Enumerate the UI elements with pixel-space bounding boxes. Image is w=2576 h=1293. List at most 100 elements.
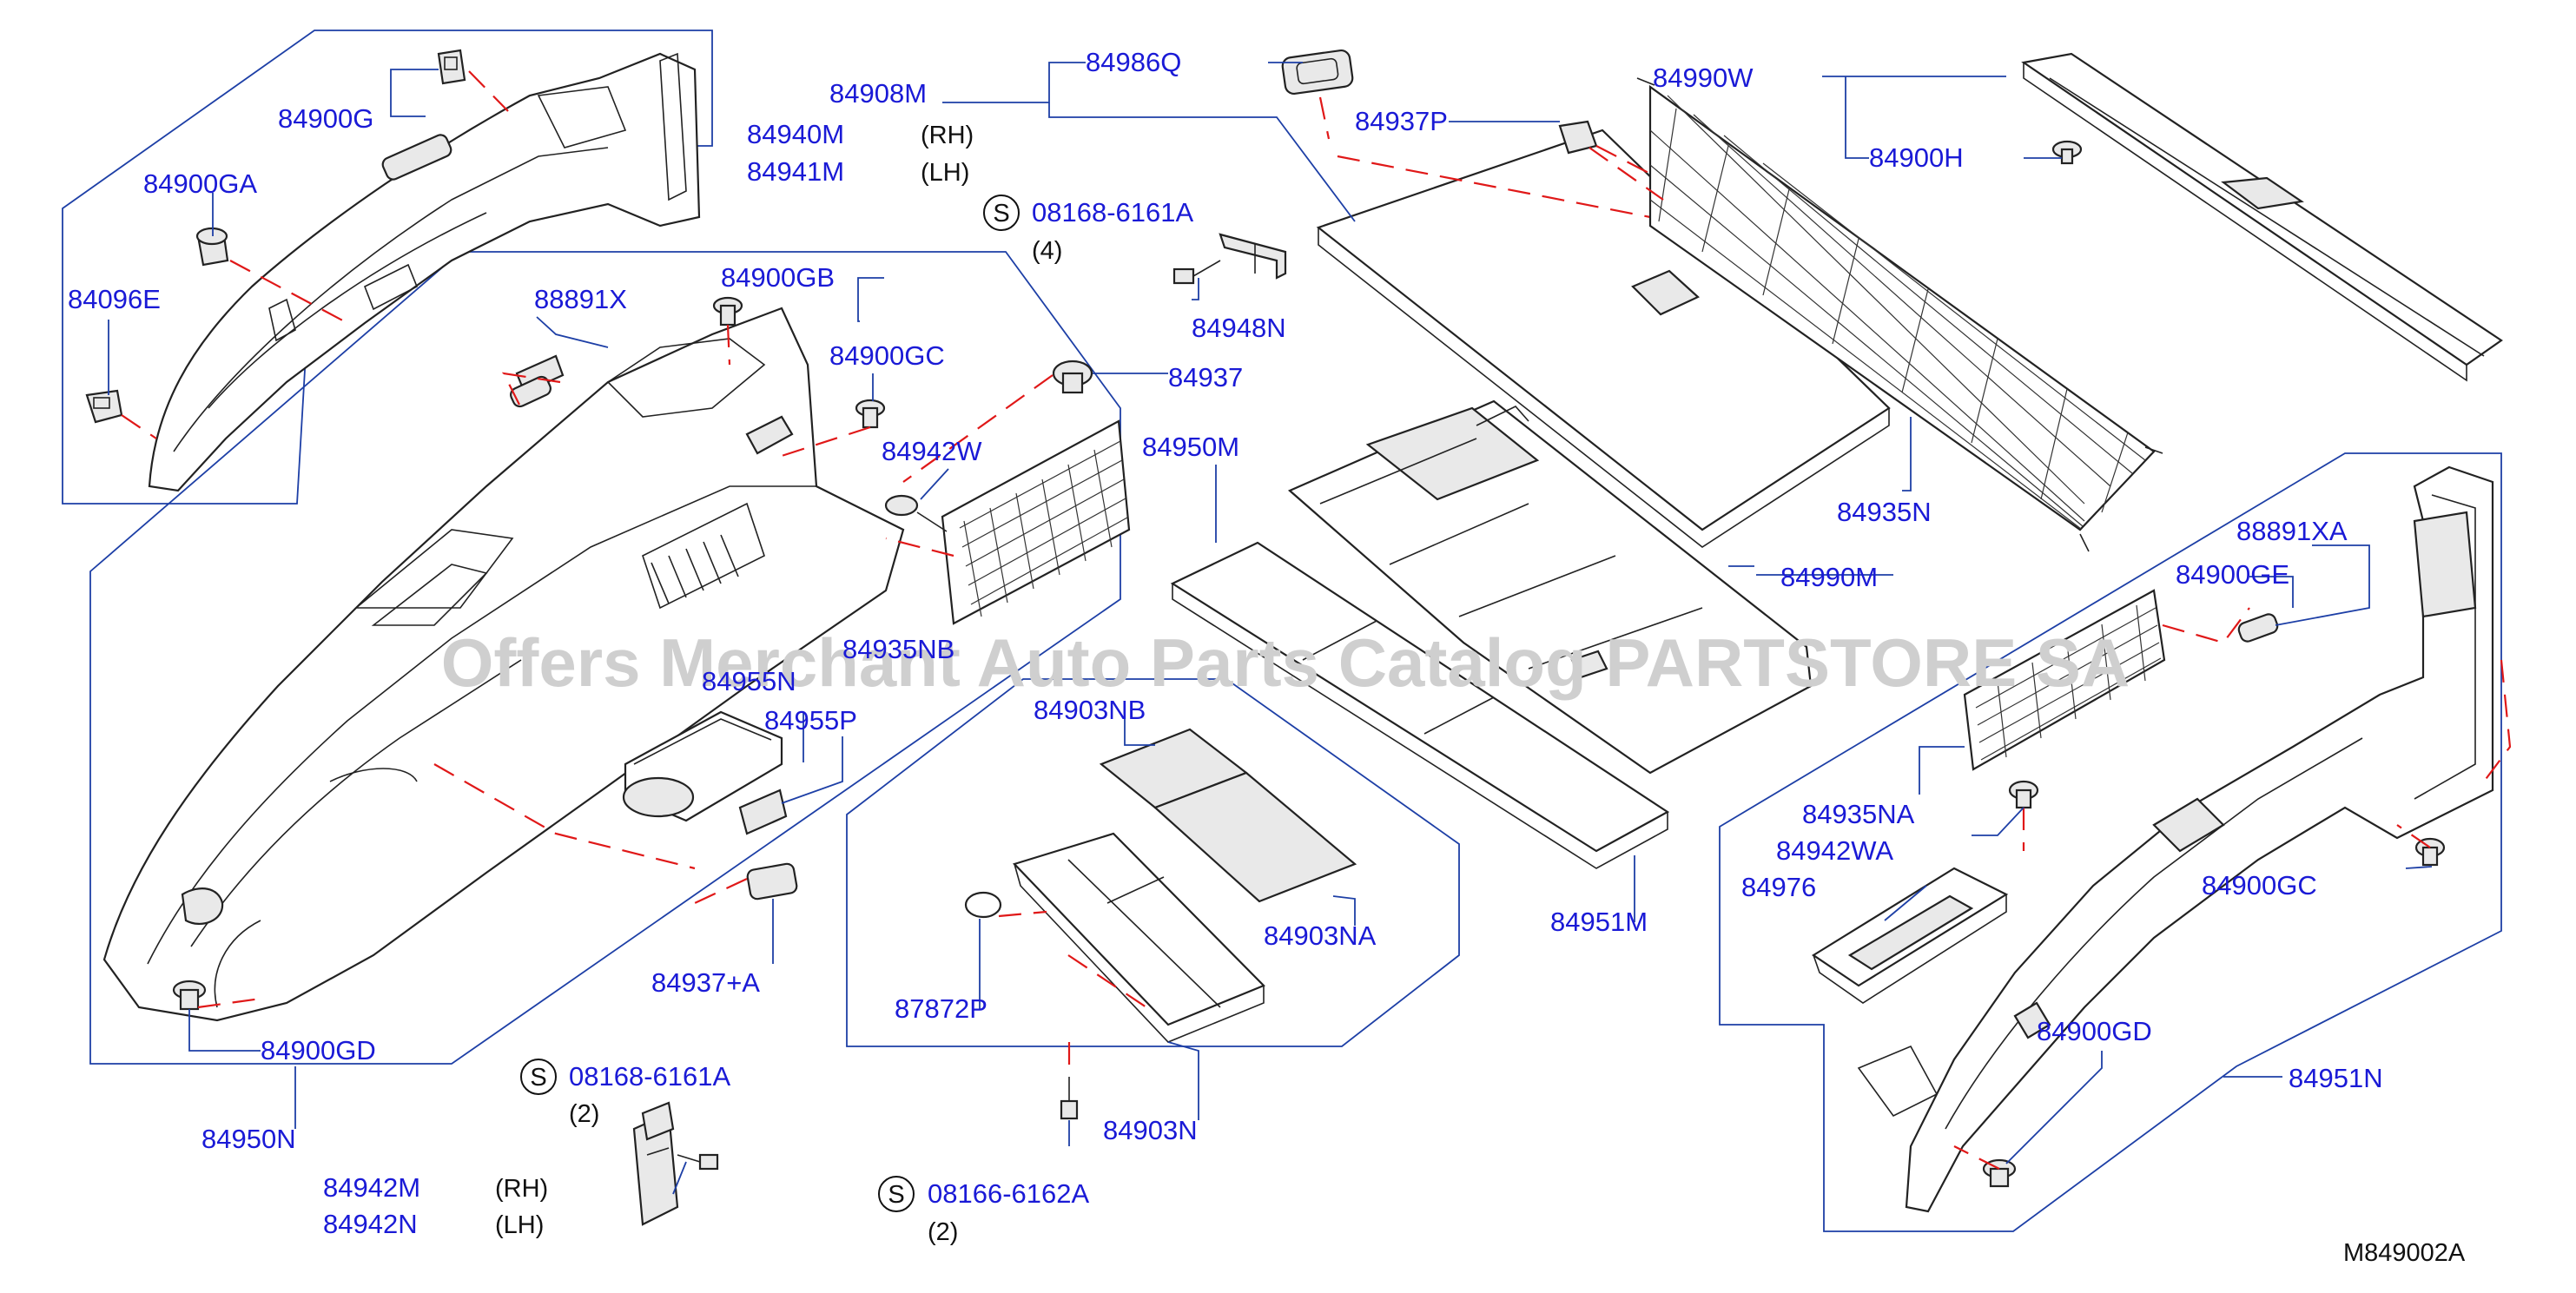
leader-dash-84900g [468,70,509,112]
label-84951n[interactable]: 84951N [2289,1063,2383,1093]
side-rh-84940m: (RH) [921,122,974,149]
label-84986q[interactable]: 84986Q [1086,47,1181,77]
label-84942n[interactable]: 84942N [323,1209,418,1239]
label-84908m[interactable]: 84908M [829,78,927,109]
label-84900h[interactable]: 84900H [1869,142,1964,173]
group-outline-storage-box [846,678,1460,1047]
leader-dash-84900gd [197,997,261,1009]
label-84976[interactable]: 84976 [1741,872,1816,902]
clip-84900h-icon [2051,140,2083,165]
leader-dash-84937a [694,878,748,904]
label-84096e[interactable]: 84096E [68,284,161,314]
label-84990w[interactable]: 84990W [1653,63,1754,93]
leader-dash-84900ga [229,260,348,324]
label-84937a[interactable]: 84937+A [651,967,760,998]
label-84950m[interactable]: 84950M [1142,432,1239,462]
tray-84955p-icon [622,710,788,835]
label-84935n[interactable]: 84935N [1837,497,1932,527]
pad-84986q-icon [1281,49,1354,96]
label-84955p[interactable]: 84955P [764,705,857,736]
rh-side-trim-part [1857,465,2494,1213]
qty-08168-upper: (4) [1032,237,1062,265]
leader-dash-84955n [433,763,696,870]
label-84900gd-rh[interactable]: 84900GD [2037,1016,2152,1046]
leader-dash-84900gd-rh [1953,1145,2000,1170]
label-84990m[interactable]: 84990M [1780,562,1878,592]
leader-dash-84900ge [2483,659,2512,782]
s-symbol-circle-bottom [878,1176,915,1212]
leader-lines [108,62,2433,1195]
label-88891xa[interactable]: 88891XA [2236,516,2348,546]
floor-board-84908m-part [1316,129,1891,548]
leader-dash-84937 [902,374,1054,483]
label-84935na[interactable]: 84935NA [1802,799,1915,829]
clip-84900ga-icon [195,227,229,267]
lh-side-trim-part [102,307,905,1022]
leader-dash-84900gc [781,426,871,458]
label-08166-6162a[interactable]: 08166-6162A [928,1178,1089,1209]
label-08168-6161a-upper[interactable]: 08168-6161A [1032,197,1193,228]
pad-88891xa-icon [2237,613,2279,643]
side-lh-84942n: (LH) [495,1211,544,1239]
label-84900gb[interactable]: 84900GB [721,262,835,293]
label-84942wa[interactable]: 84942WA [1776,835,1893,866]
qty-08166: (2) [928,1218,958,1246]
leader-dash-84900gb [726,324,731,366]
label-84950n[interactable]: 84950N [201,1124,296,1154]
label-84948n[interactable]: 84948N [1192,313,1286,343]
clip-84900gb-icon [712,296,743,327]
figure-code: M849002A [2343,1239,2466,1267]
clip-84900gc-lh-icon [855,399,886,429]
leader-dash-88891x [502,372,561,409]
leader-dash-84935nb [885,537,954,557]
net-84935na-icon [1963,589,2166,771]
label-84941m[interactable]: 84941M [747,156,844,187]
label-84903nb[interactable]: 84903NB [1034,695,1146,725]
label-84900ga[interactable]: 84900GA [143,168,257,199]
bracket-84942m-icon [632,1101,679,1226]
clip-84937-icon [1052,360,1093,394]
label-84942m[interactable]: 84942M [323,1172,420,1203]
label-84903na[interactable]: 84903NA [1264,920,1377,951]
label-84900gd-lh[interactable]: 84900GD [261,1035,376,1065]
label-84900gc-rh[interactable]: 84900GC [2202,870,2317,900]
label-84937[interactable]: 84937 [1168,362,1243,393]
leader-dash-84096e [121,414,157,439]
label-84900g[interactable]: 84900G [278,103,373,134]
s-symbol-lower: S [530,1064,546,1092]
s-symbol-circle-lower [520,1059,557,1095]
label-87872p[interactable]: 87872P [895,993,987,1024]
bolt-08168-lower-icon [677,1153,719,1171]
leader-dash-87872p [998,910,1147,1008]
clip-84096e-icon [85,389,123,424]
s-symbol-upper: S [993,200,1009,228]
label-84942w[interactable]: 84942W [882,436,982,466]
label-84935nb[interactable]: 84935NB [842,634,954,664]
label-08168-6161a-lower[interactable]: 08168-6161A [569,1061,730,1092]
label-84903n[interactable]: 84903N [1103,1115,1198,1145]
net-84935nb-icon [941,419,1131,625]
label-84937p[interactable]: 84937P [1355,106,1448,136]
bracket-84948n-icon [1219,233,1287,280]
label-84900ge[interactable]: 84900GE [2176,559,2289,590]
label-88891x[interactable]: 88891X [534,284,627,314]
side-rh-84942m: (RH) [495,1175,548,1203]
label-84951m[interactable]: 84951M [1550,907,1648,937]
pad-84937a-icon [746,862,798,900]
sill-plate-84990w-part [2021,52,2503,382]
pad-88891x-icon [510,375,552,408]
label-84900gc-lh[interactable]: 84900GC [829,340,945,371]
leader-dash-84986q [1318,96,1331,140]
label-84940m[interactable]: 84940M [747,119,844,149]
qty-08168-lower: (2) [569,1100,599,1128]
lid-84903nb-part [1099,728,1357,903]
cargo-net-84935n-icon [1636,77,2163,552]
tray-84976-icon [1811,867,2009,1004]
cap-87872p-icon [964,891,1002,919]
leader-dash-84937p [1595,145,1651,175]
label-84955n[interactable]: 84955N [702,666,796,696]
floor-panel-84990m-part [1287,399,1813,775]
clip-84942wa-icon [2008,780,2039,809]
